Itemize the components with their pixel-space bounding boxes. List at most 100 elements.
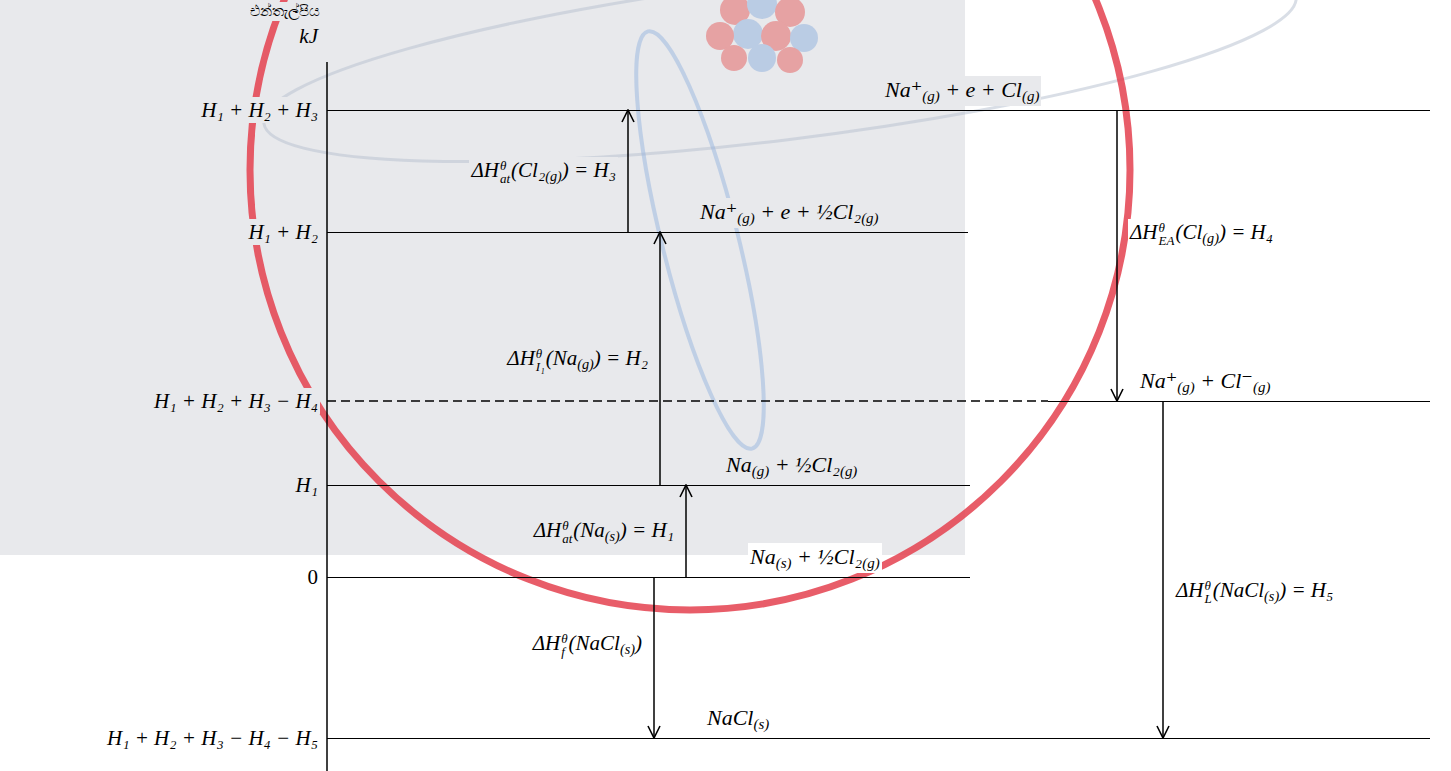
axis-title: එන්තැල්පිය bbox=[248, 2, 322, 21]
text-run: (NaCl bbox=[1213, 578, 1264, 602]
superscript: θ bbox=[561, 632, 567, 645]
energy-arrow bbox=[1162, 401, 1164, 738]
subscript: at bbox=[500, 172, 510, 185]
energy-level: Na(s) + ½Cl₂(g) bbox=[327, 542, 970, 578]
nucleus-ball bbox=[777, 47, 803, 73]
symbol-stack: θf bbox=[561, 632, 567, 658]
subscript: (g) bbox=[577, 357, 594, 373]
text-run: ΔH bbox=[471, 158, 499, 182]
text-run: NaCl bbox=[707, 705, 753, 730]
text-run: Na bbox=[726, 452, 752, 477]
symbol-stack: θat bbox=[562, 519, 572, 545]
text-run: + e + ½Cl₂ bbox=[755, 199, 861, 224]
text-run: Na⁺ bbox=[1140, 368, 1177, 393]
enthalpy-change-label: ΔHθI₁(Na(g)) = H₂ bbox=[505, 345, 650, 374]
text-run: ΔH bbox=[1130, 220, 1158, 244]
text-run: 0 bbox=[308, 565, 319, 589]
superscript: θ bbox=[1205, 579, 1212, 592]
subscript: (g) bbox=[752, 463, 769, 479]
species-label: Na(g) + ½Cl₂(g) bbox=[724, 451, 859, 481]
energy-level: NaCl(s) bbox=[327, 703, 1430, 739]
text-run: (Na bbox=[573, 518, 605, 542]
species-label: Na⁺(g) + e + Cl(g) bbox=[883, 76, 1041, 106]
energy-arrow bbox=[653, 577, 655, 738]
level-value: H₁ + H₂ bbox=[246, 219, 320, 245]
axis-unit: kJ bbox=[297, 23, 320, 49]
text-run: ) = H₄ bbox=[1219, 220, 1273, 244]
subscript: (s) bbox=[1264, 589, 1279, 605]
nucleus-ball bbox=[748, 44, 776, 72]
level-value: H₁ + H₂ + H₃ − H₄ bbox=[152, 388, 320, 414]
species-label: Na(s) + ½Cl₂(g) bbox=[748, 543, 882, 573]
text-run: (Cl₂ bbox=[511, 158, 545, 182]
orbit-ring bbox=[254, 0, 1306, 203]
text-run: + e + Cl bbox=[940, 77, 1022, 102]
superscript: θ bbox=[1159, 221, 1175, 234]
symbol-stack: θEA bbox=[1159, 221, 1175, 247]
superscript: θ bbox=[536, 347, 545, 360]
subscript: (s) bbox=[620, 642, 635, 658]
text-run: H₁ + H₂ bbox=[248, 220, 318, 244]
subscript: (g) bbox=[861, 210, 878, 226]
energy-arrow bbox=[1116, 110, 1118, 401]
energy-level: Na⁺(g) + e + Cl(g) bbox=[327, 75, 1430, 111]
subscript: (g) bbox=[1177, 379, 1194, 395]
text-run: Na⁺ bbox=[700, 199, 737, 224]
enthalpy-change-label: ΔHθat(Na(s)) = H₁ bbox=[532, 517, 676, 546]
level-value: H₁ bbox=[294, 472, 320, 498]
text-run: ) bbox=[635, 631, 642, 655]
text-run: ) = H₅ bbox=[1279, 578, 1333, 602]
symbol-stack: θL bbox=[1205, 579, 1212, 605]
symbol-stack: θat bbox=[500, 159, 510, 185]
text-run: ΔH bbox=[507, 346, 535, 370]
subscript: EA bbox=[1159, 234, 1175, 247]
energy-level: Na⁺(g) + Cl⁻(g) bbox=[1048, 366, 1430, 402]
subscript: (g) bbox=[737, 210, 754, 226]
text-run: (Cl bbox=[1175, 220, 1202, 244]
text-run: ) = H₁ bbox=[620, 518, 674, 542]
energy-arrow bbox=[659, 232, 661, 485]
text-run: ) = H₂ bbox=[594, 346, 648, 370]
energy-level: Na⁺(g) + e + ½Cl₂(g) bbox=[327, 197, 968, 233]
text-run: + ½Cl₂ bbox=[769, 452, 840, 477]
level-value: H₁ + H₂ + H₃ bbox=[199, 97, 320, 123]
enthalpy-change-label: ΔHθat(Cl₂(g)) = H₃ bbox=[469, 157, 618, 186]
text-run: + Cl⁻ bbox=[1195, 368, 1253, 393]
enthalpy-change-label: ΔHθEA(Cl(g)) = H₄ bbox=[1128, 219, 1275, 248]
subscript: I₁ bbox=[536, 360, 545, 373]
orbit-ring bbox=[611, 22, 789, 458]
subscript: (s) bbox=[605, 529, 620, 545]
subscript: L bbox=[1205, 592, 1212, 605]
text-run: H₁ bbox=[296, 473, 318, 497]
superscript: θ bbox=[562, 519, 572, 532]
watermark-panel bbox=[0, 0, 965, 555]
text-run: එන්තැල්පිය bbox=[250, 2, 320, 20]
superscript: θ bbox=[500, 159, 510, 172]
text-run: + ½Cl₂ bbox=[791, 544, 862, 569]
subscript: at bbox=[562, 532, 572, 545]
nucleus-ball bbox=[747, 0, 777, 19]
text-run: Na⁺ bbox=[885, 77, 922, 102]
enthalpy-change-label: ΔHθf(NaCl(s)) bbox=[531, 630, 644, 659]
atom-nucleus bbox=[706, 0, 818, 73]
text-run: kJ bbox=[299, 24, 318, 48]
subscript: (g) bbox=[840, 463, 857, 479]
level-value: 0 bbox=[306, 564, 321, 590]
subscript: (g) bbox=[1022, 88, 1039, 104]
text-run: ΔH bbox=[533, 631, 561, 655]
energy-arrow bbox=[685, 485, 687, 577]
species-label: Na⁺(g) + Cl⁻(g) bbox=[1138, 367, 1272, 397]
subscript: (g) bbox=[922, 88, 939, 104]
text-run: ) = H₃ bbox=[562, 158, 616, 182]
text-run: (Na bbox=[546, 346, 578, 370]
subscript: (g) bbox=[1253, 379, 1270, 395]
enthalpy-change-label: ΔHθL(NaCl(s)) = H₅ bbox=[1174, 577, 1335, 606]
symbol-stack: θI₁ bbox=[536, 347, 545, 373]
watermark-ring bbox=[250, 0, 1130, 610]
energy-arrow bbox=[627, 110, 629, 232]
subscript: (g) bbox=[862, 555, 879, 571]
energy-level: Na(g) + ½Cl₂(g) bbox=[327, 450, 970, 486]
text-run: ΔH bbox=[534, 518, 562, 542]
subscript: (s) bbox=[776, 555, 792, 571]
